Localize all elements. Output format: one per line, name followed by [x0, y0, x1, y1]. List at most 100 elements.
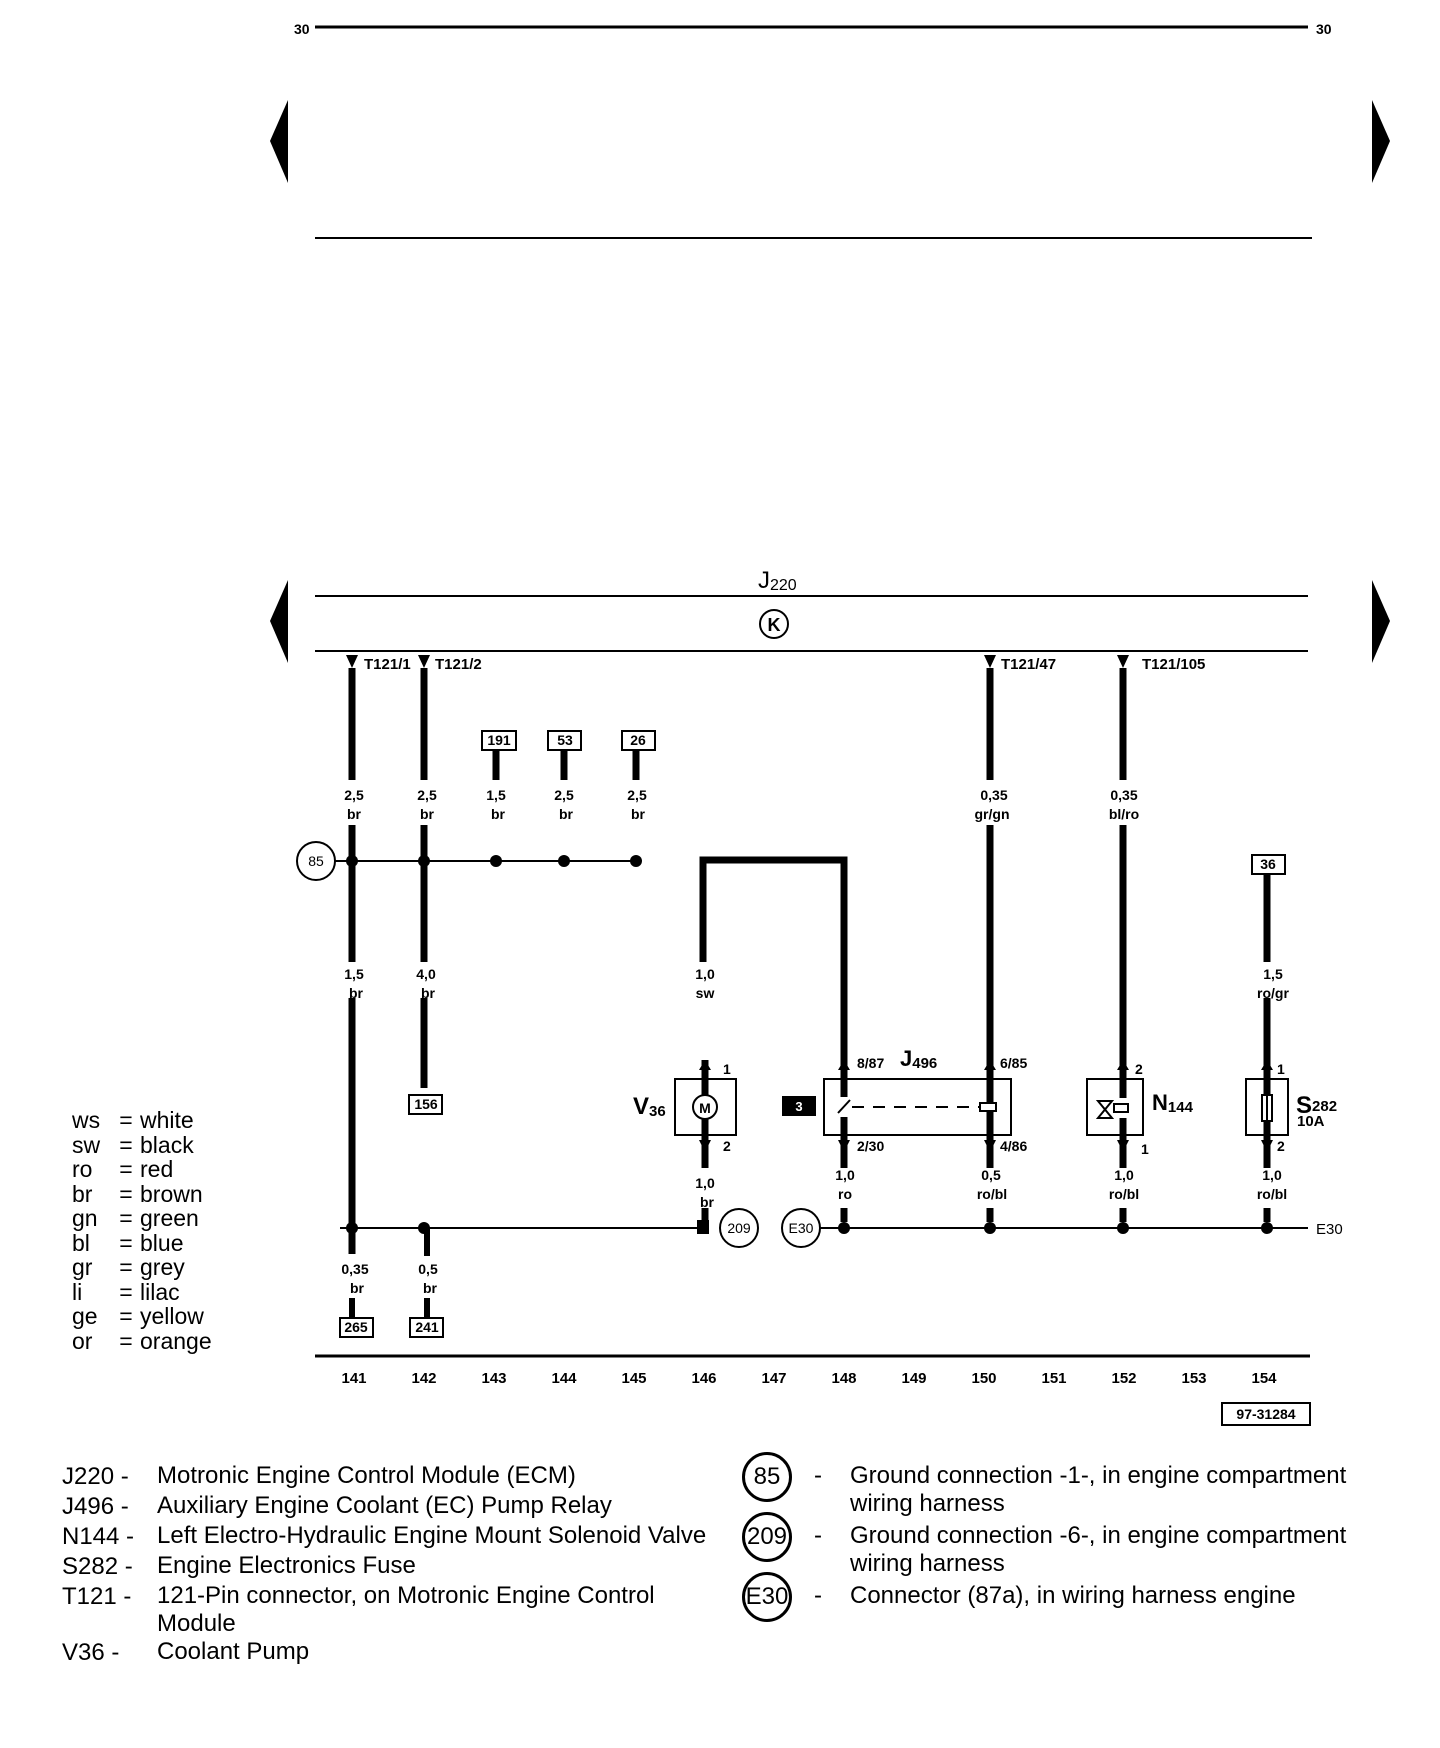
track-number: 152 [1111, 1370, 1136, 1387]
v36-pin1: 1 [723, 1061, 731, 1077]
j496-slot-number: 3 [795, 1099, 802, 1114]
track-number: 149 [901, 1370, 926, 1387]
part-code: V36 - [62, 1639, 120, 1666]
ground-85: 85 [308, 853, 324, 869]
ground-dash: - [814, 1522, 822, 1549]
part-description: Coolant Pump [157, 1638, 310, 1665]
j496-switch-contact [837, 1099, 851, 1114]
j496-pin-4-86: 4/86 [1000, 1138, 1027, 1154]
color-code: ws [72, 1107, 101, 1133]
s282-rating: 10A [1297, 1113, 1325, 1130]
track-number: 153 [1181, 1370, 1206, 1387]
color-code: sw [72, 1131, 101, 1158]
ref-36: 36 [1260, 856, 1276, 872]
color-name: green [140, 1205, 199, 1231]
color-code: ro [72, 1156, 93, 1182]
color-name: grey [140, 1254, 185, 1280]
next-page-arrow-ecm[interactable] [1372, 580, 1390, 663]
color-legend-row: gr=grey [72, 1255, 212, 1280]
color-name: blue [140, 1229, 184, 1256]
color-equals: = [119, 1303, 133, 1329]
wire-154b-size: 1,0 [1262, 1167, 1282, 1183]
part-description: 121-Pin connector, on Motronic Engine Co… [157, 1582, 655, 1637]
wire-144-size: 2,5 [554, 787, 574, 803]
component-pin-arrows [699, 1060, 1273, 1152]
ecm-pin-arrows [346, 655, 1129, 668]
prev-page-arrow-top[interactable] [270, 100, 288, 183]
color-legend-row: or=orange [72, 1327, 212, 1354]
wire-141a-color: br [347, 806, 362, 822]
wire-141b-size: 1,5 [344, 966, 364, 982]
wire-150b-size: 0,5 [981, 1167, 1001, 1183]
wire-152b-color: ro/bl [1109, 1186, 1139, 1202]
s282-label-name: S [1296, 1092, 1312, 1119]
next-page-arrow-top[interactable] [1372, 100, 1390, 183]
s282-pin2: 2 [1277, 1138, 1285, 1154]
track-number: 146 [691, 1370, 716, 1387]
color-legend-row: sw = black [72, 1131, 212, 1158]
part-code: S282 - [62, 1553, 133, 1580]
wire-142c-color: br [423, 1280, 438, 1296]
j496-label-name: J [900, 1046, 912, 1071]
track-number: 151 [1041, 1370, 1066, 1387]
ecm-k-symbol [759, 609, 789, 639]
s282-label: S282 [1296, 1092, 1337, 1119]
j496-pin-6-85: 6/85 [1000, 1055, 1027, 1071]
ground-dash: - [814, 1582, 822, 1609]
color-name: brown [140, 1180, 203, 1207]
wire-142a-color: br [420, 806, 435, 822]
wire-154a-size: 1,5 [1263, 966, 1283, 982]
n144-pin2: 2 [1135, 1061, 1143, 1077]
wire-141a-size: 2,5 [344, 787, 364, 803]
color-code: br [72, 1180, 93, 1207]
color-name: lilac [140, 1278, 180, 1305]
wire-146a-size: 1,0 [695, 966, 715, 982]
v36-motor-letter: M [699, 1100, 711, 1116]
ground-symbol: 209 [742, 1512, 792, 1562]
color-legend-row: ro=red [72, 1157, 212, 1182]
track-number: 145 [621, 1370, 646, 1387]
wire-142c-size: 0,5 [418, 1261, 438, 1277]
track-number: 143 [481, 1370, 506, 1387]
color-code: ge [72, 1303, 98, 1329]
color-equals: = [119, 1107, 133, 1133]
pin-t121-105: T121/105 [1142, 656, 1205, 673]
ground-description: Ground connection -1-, in engine compart… [850, 1462, 1347, 1517]
n144-pin1: 1 [1141, 1141, 1149, 1157]
color-name: red [140, 1156, 174, 1182]
track-number: 150 [971, 1370, 996, 1387]
pin-t121-2: T121/2 [435, 656, 482, 673]
wires [348, 668, 1271, 1254]
color-equals: = [119, 1131, 133, 1158]
diagram-id-box [1221, 1402, 1311, 1426]
ground-description: Connector (87a), in wiring harness engin… [850, 1582, 1296, 1609]
ecm-label-name: J [758, 567, 770, 594]
connector-e30-end: E30 [1316, 1221, 1343, 1238]
wire-142b-size: 4,0 [416, 966, 436, 982]
wire-141b-color: br [349, 985, 364, 1001]
wire-148b-size: 1,0 [835, 1167, 855, 1183]
ref-156: 156 [414, 1096, 438, 1112]
ecm-label: J220 [758, 567, 797, 594]
color-name: black [140, 1131, 194, 1158]
track-number: 141 [341, 1370, 366, 1387]
prev-page-arrow-ecm[interactable] [270, 580, 288, 663]
color-equals: = [119, 1327, 133, 1354]
connector-e30: E30 [789, 1220, 814, 1236]
wire-145-size: 2,5 [627, 787, 647, 803]
j496-label: J496 [900, 1046, 937, 1072]
n144-coil-icon [1113, 1103, 1129, 1113]
s282-label-sub: 282 [1312, 1098, 1337, 1115]
reference-boxes [339, 730, 1286, 1338]
ground-description: Ground connection -6-, in engine compart… [850, 1522, 1347, 1577]
ground-symbol: 85 [742, 1452, 792, 1502]
parts-legend-row: S282 -Engine Electronics Fuse [62, 1552, 717, 1582]
ground-legend-rows: 85-Ground connection -1-, in engine comp… [742, 1452, 1370, 1622]
ground-209: 209 [727, 1220, 751, 1236]
pin-t121-1: T121/1 [364, 656, 411, 673]
parts-legend-row: N144 -Left Electro-Hydraulic Engine Moun… [62, 1522, 717, 1552]
wire-145-color: br [631, 806, 646, 822]
wire-150a-color: gr/gn [975, 806, 1010, 822]
j496-slot-badge [782, 1096, 816, 1116]
